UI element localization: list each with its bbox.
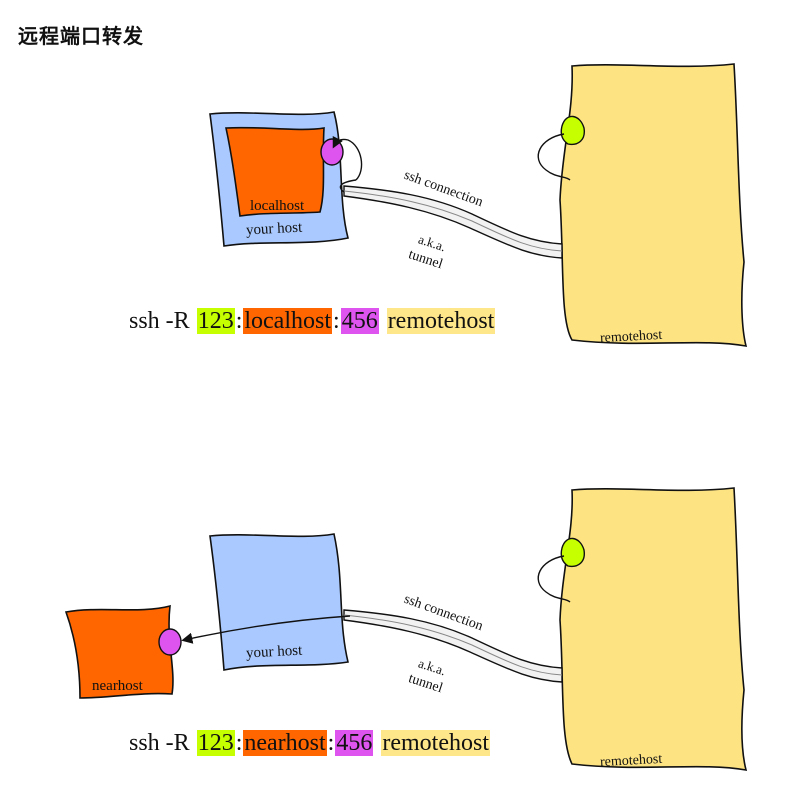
remote-loop-1 [537,133,571,181]
remote-port: 123 [196,308,235,334]
local-loop-tail-1 [339,179,357,193]
remote-host: remotehost [381,730,490,756]
tunnel-tube-2 [343,609,563,683]
target-host: nearhost [243,730,327,756]
remote-loop-2 [537,555,571,603]
nearhost-box [64,604,174,699]
nearhost-label: nearhost [92,678,144,694]
purple-port-1 [320,138,344,166]
command-prefix: ssh -R [129,730,196,756]
command-line-2: ssh -R 123:nearhost:456 remotehost [128,730,490,757]
command-prefix: ssh -R [129,308,196,334]
remote-host: remotehost [386,308,496,334]
command-line-1: ssh -R 123:localhost:456 remotehost [128,308,496,335]
your-host-box-2 [209,533,349,671]
target-host: localhost [243,308,333,334]
separator: : [235,308,243,334]
remote-host-box-1 [559,63,748,347]
page-title: 远程端口转发 [18,24,144,48]
separator: : [327,730,335,756]
tunnel-inner-line-1 [343,190,563,252]
purple-port-2 [158,628,182,656]
tunnel-inner-line-2 [343,614,563,676]
green-port-2 [560,537,585,568]
target-port: 456 [340,308,379,334]
target-port: 456 [335,730,374,756]
remote-port: 123 [196,730,235,756]
forward-line-2 [181,615,351,644]
separator: : [333,308,340,334]
your-host-label-1: your host [246,220,304,239]
tunnel-tube-1 [343,185,563,259]
remote-host-label-1: remotehost [600,328,663,346]
space [379,308,387,334]
local-loop-1 [332,135,363,181]
your-host-label-2: your host [246,643,304,662]
remote-host-label-2: remotehost [600,752,663,770]
localhost-box [225,126,325,217]
remote-host-box-2 [559,487,748,771]
localhost-label: localhost [250,198,305,214]
green-port-1 [560,115,585,146]
separator: : [235,730,243,756]
